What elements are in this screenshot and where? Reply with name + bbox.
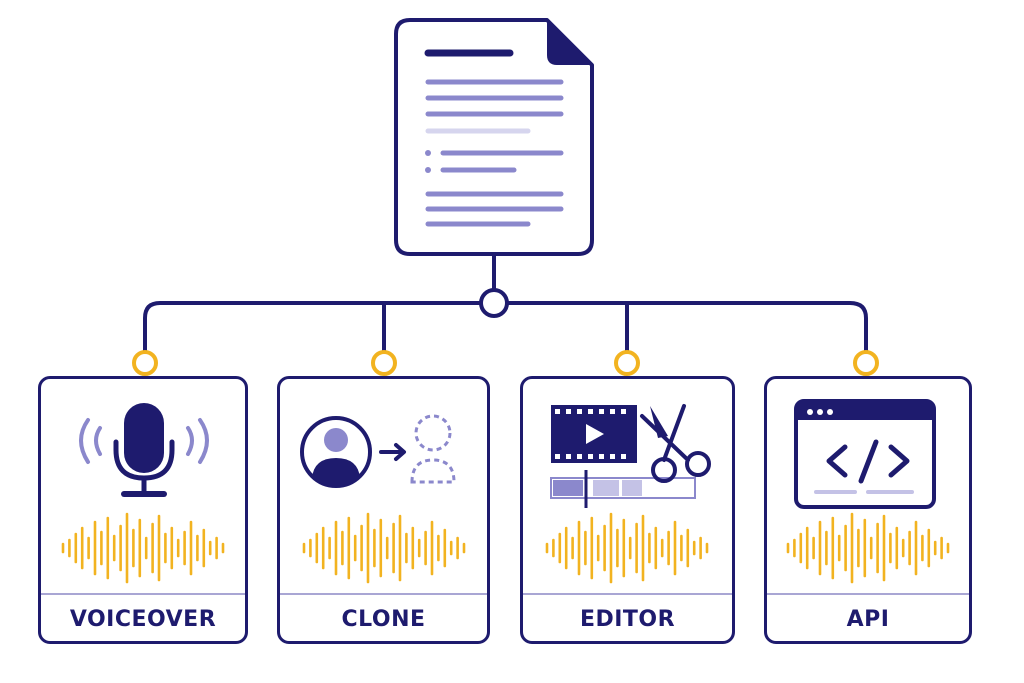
card-label: EDITOR <box>579 607 676 632</box>
card-label: VOICEOVER <box>69 607 217 632</box>
card-divider <box>523 593 732 595</box>
output-card-voiceover: VOICEOVER <box>38 376 248 644</box>
waveforms <box>61 512 950 584</box>
output-card-clone: CLONE <box>277 376 490 644</box>
output-nodes <box>132 350 879 376</box>
audio-waveform <box>302 512 466 584</box>
audio-waveform <box>61 512 225 584</box>
card-divider <box>280 593 487 595</box>
card-divider <box>41 593 245 595</box>
audio-waveform <box>786 512 950 584</box>
card-label: API <box>846 607 890 632</box>
document-icon <box>394 18 594 256</box>
code-window-icon <box>794 399 936 509</box>
card-divider <box>767 593 969 595</box>
microphone-icon <box>79 403 209 497</box>
hub-node <box>479 288 509 318</box>
card-label: CLONE <box>341 607 426 632</box>
voice-clone-icon <box>300 414 456 488</box>
audio-waveform <box>545 512 709 584</box>
video-editor-icon <box>550 404 711 508</box>
connector-tree <box>143 252 868 354</box>
